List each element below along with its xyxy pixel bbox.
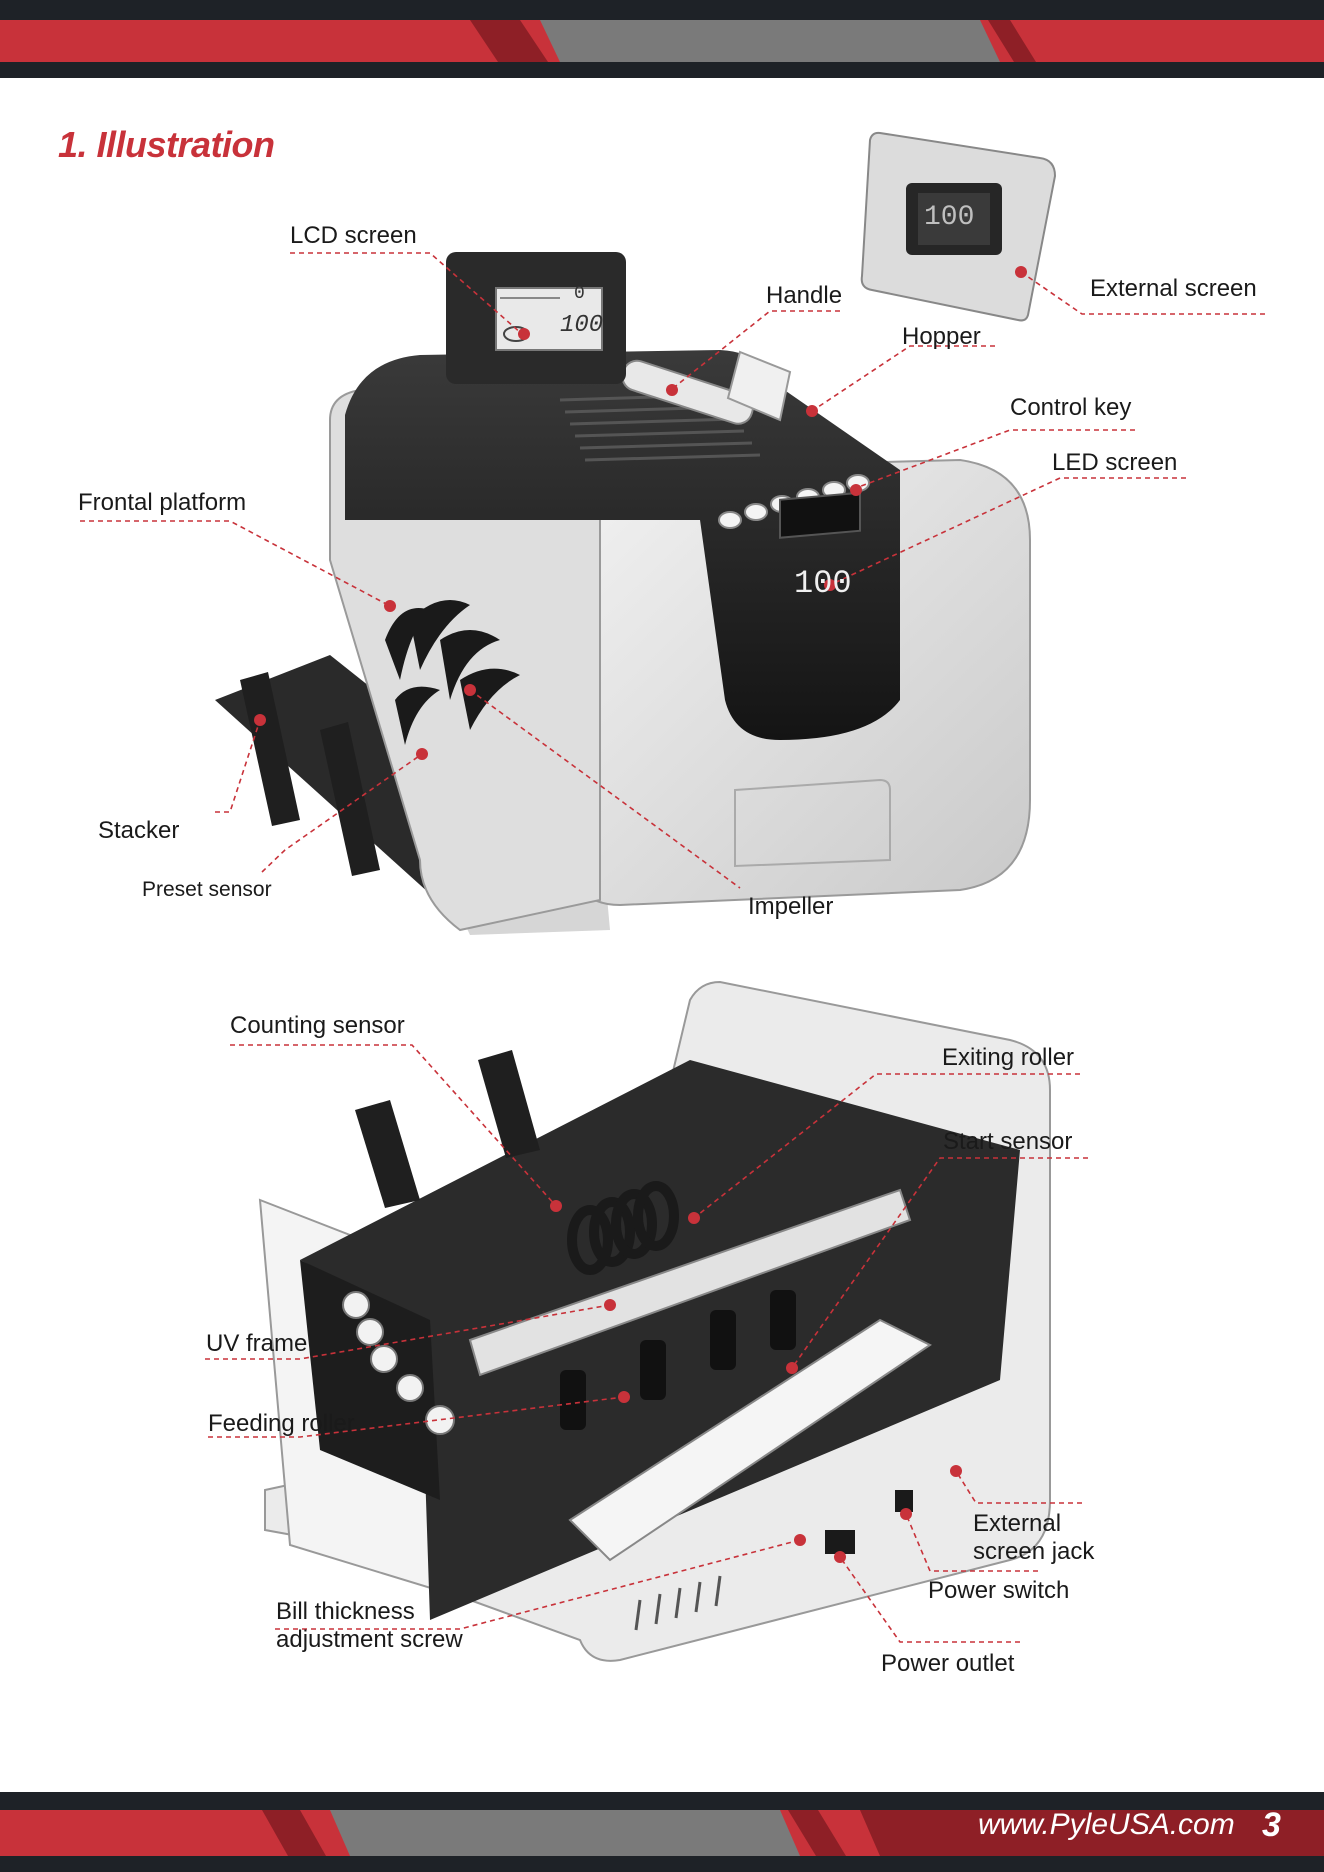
label-power-switch: Power switch [928,1577,1070,1604]
label-hopper: Hopper [902,323,981,350]
label-external-screen: External screen [1090,275,1257,302]
lcd-top-value: 0 [574,284,585,304]
label-frontal-platform: Frontal platform [78,489,247,516]
label-feeding-roller: Feeding roller [208,1410,355,1437]
label-start-sensor: Start sensor [943,1128,1073,1155]
bottom-machine-drawing [258,980,1051,1662]
section-title: 1. Illustration [58,124,275,165]
pointer-dots [254,266,1027,1563]
external-screen-drawing [860,131,1057,322]
label-bill-thickness-adjustment-screw: Bill thickness adjustment screw [276,1598,463,1653]
label-handle: Handle [766,282,843,309]
page-number: 3 [1262,1806,1281,1844]
label-lcd-screen: LCD screen [290,222,417,249]
label-preset-sensor: Preset sensor [142,878,272,901]
led-screen-value: 100 [794,565,852,602]
label-exiting-roller: Exiting roller [942,1044,1075,1071]
header-band [0,0,1324,78]
label-led-screen: LED screen [1052,449,1178,476]
leader-lines [80,252,1265,1643]
label-control-key: Control key [1010,394,1132,421]
footer-band [0,1792,1324,1872]
top-machine-drawing [215,252,1031,935]
label-uv-frame: UV frame [206,1330,308,1357]
footer-url: www.PyleUSA.com [978,1808,1235,1841]
lcd-main-value: 100 [560,312,604,339]
external-screen-value: 100 [924,202,975,233]
label-external-screen-jack: External screen jack [973,1510,1095,1565]
label-power-outlet: Power outlet [881,1650,1015,1677]
label-stacker: Stacker [98,817,180,844]
label-counting-sensor: Counting sensor [230,1012,405,1039]
label-impeller: Impeller [748,893,834,920]
